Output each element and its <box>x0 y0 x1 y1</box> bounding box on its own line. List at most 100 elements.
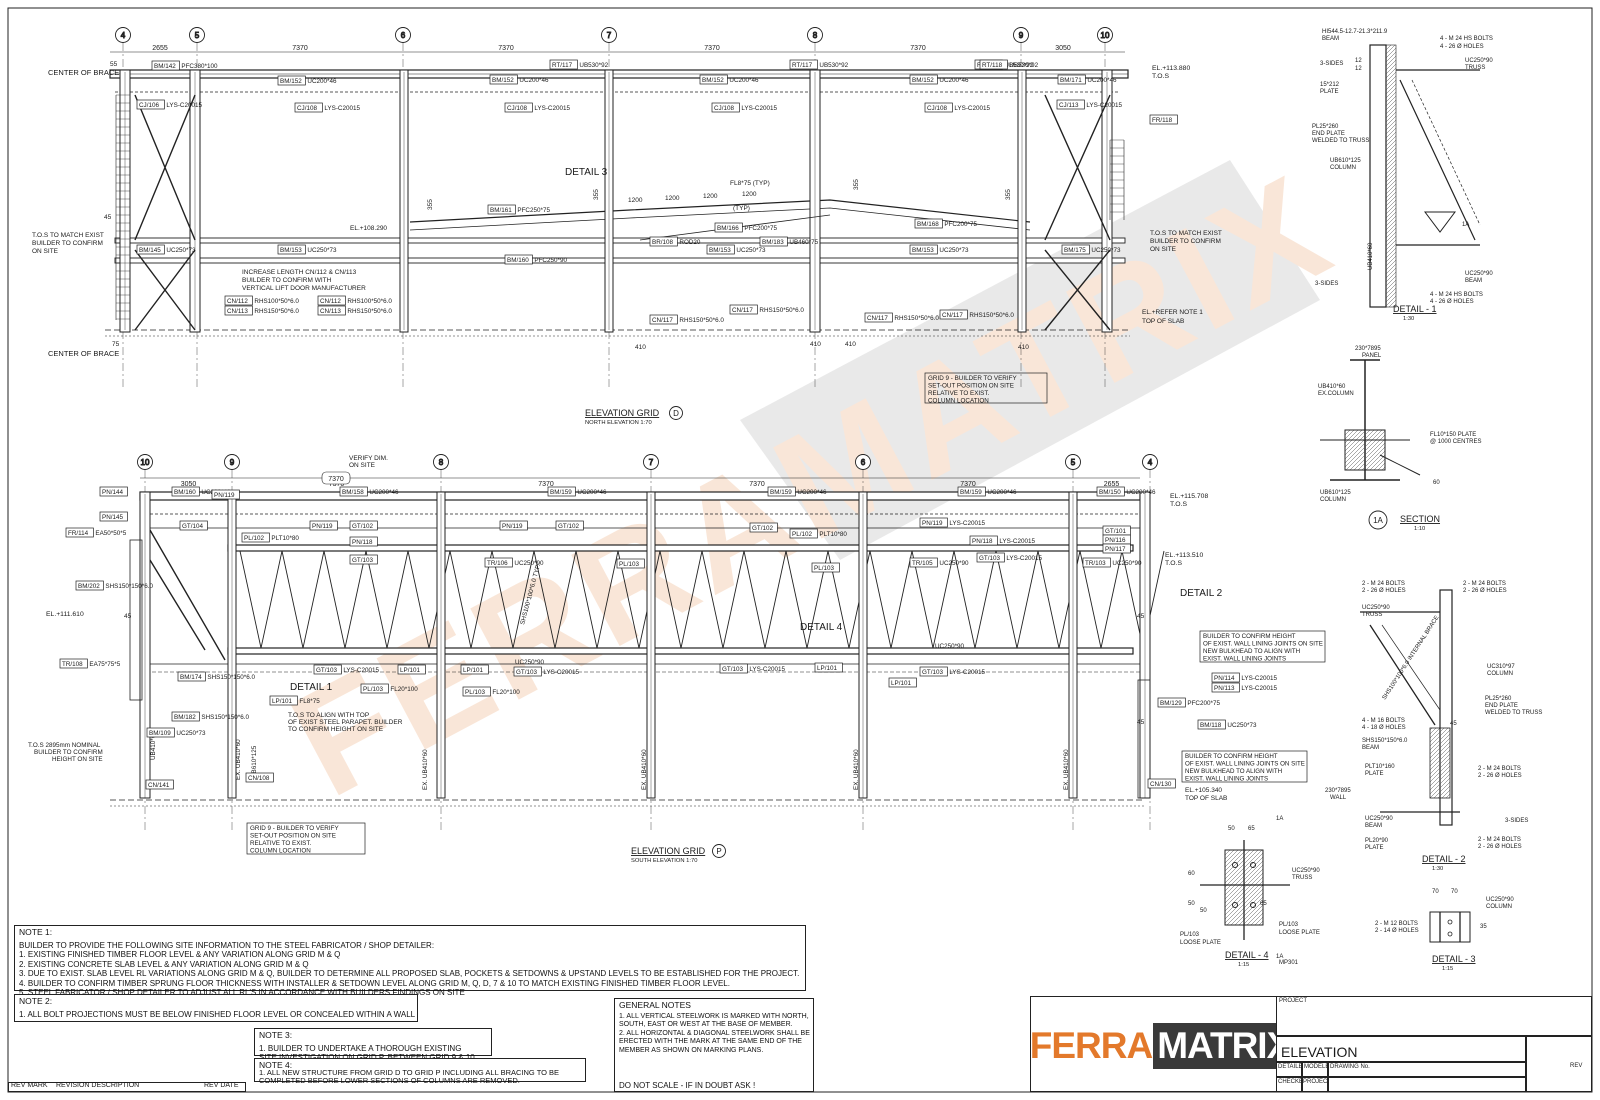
member-mark-box <box>513 666 542 677</box>
rev-date-label: REV DATE <box>204 1082 239 1089</box>
member-size: LYS-C20015 <box>1006 555 1042 562</box>
grid-bubble-label: 7 <box>607 31 612 40</box>
detail-2-scale: 1:30 <box>1432 866 1443 872</box>
member-mark-box <box>136 99 165 110</box>
member-mark-box <box>919 666 948 677</box>
detail-2-label: 2 - 26 Ø HOLES <box>1478 773 1522 779</box>
grid-bubble-label: 7 <box>649 458 654 467</box>
member-mark-box <box>767 486 796 497</box>
detail-4-scale: 1:15 <box>1238 962 1249 968</box>
member-size: UB530*92 <box>819 62 848 69</box>
lining-note: OF EXIST. WALL LINING JOINTS ON SITE <box>1185 761 1305 768</box>
elevation-subtitle: NORTH ELEVATION 1:70 <box>585 420 652 426</box>
member-mark: BM/109 <box>149 730 171 737</box>
detail-1-label: TRUSS <box>1465 65 1485 71</box>
member-mark: CN/141 <box>148 782 170 789</box>
detail-2-label: UC310*97 <box>1487 664 1515 670</box>
tos-align-note: T.O.S TO ALIGN WITH TOP <box>288 712 369 719</box>
member-mark-box <box>179 520 208 531</box>
member-size: LYS-C20015 <box>324 105 360 112</box>
grid-9-note: SET-OUT POSITION ON SITE <box>250 833 336 840</box>
member-mark: PL/103 <box>814 565 834 572</box>
member-mark: GT/104 <box>182 523 203 530</box>
member-mark: CJ/106 <box>139 102 159 109</box>
dimension-text: 7370 <box>704 45 720 52</box>
member-tag: GT/102 <box>349 520 378 531</box>
member-size: LYS-C20015 <box>954 105 990 112</box>
member-mark-box <box>714 222 743 233</box>
dimension-text: 2655 <box>1104 481 1120 488</box>
detail-2-label: 2 - M 24 BOLTS <box>1463 581 1506 587</box>
member-mark-box <box>1082 557 1111 568</box>
grid-9-note: RELATIVE TO EXIST. <box>928 390 989 397</box>
member-mark-box <box>547 486 576 497</box>
member-mark: BM/153 <box>709 247 731 254</box>
note-1-line: 3. DUE TO EXIST. SLAB LEVEL RL VARIATION… <box>19 969 800 978</box>
member-size: UC250*90 <box>1112 560 1142 567</box>
grid-bubble-label: 9 <box>230 458 235 467</box>
member-size: LYS-C20015 <box>741 105 777 112</box>
member-mark: GT/103 <box>516 669 537 676</box>
lining-note: EXIST. WALL LINING JOINTS <box>1203 656 1286 663</box>
member-size: UC250*73 <box>1227 722 1257 729</box>
increase-note: BUILDER TO CONFIRM WITH <box>242 277 332 284</box>
member-mark: PL/103 <box>363 686 383 693</box>
grid-bubble-label: 4 <box>121 31 126 40</box>
dimension-text: 3050 <box>181 481 197 488</box>
member-mark: BM/118 <box>1200 722 1222 729</box>
note-3-line: 1. BUILDER TO UNDERTAKE A THOROUGH EXIST… <box>259 1043 462 1053</box>
member-tag: LP/101 <box>397 664 426 675</box>
section-1a-label: EX.COLUMN <box>1318 391 1354 397</box>
truss-size-label: UC250*90 <box>935 643 965 650</box>
member-mark: GT/102 <box>352 523 373 530</box>
member-mark-box <box>317 295 346 306</box>
general-notes-line: ERECTED WITH THE MARK AT THE SAME END OF… <box>619 1038 802 1045</box>
member-mark: RT/117 <box>552 62 573 69</box>
member-mark: CN/113 <box>320 308 341 315</box>
member-mark: BM/168 <box>917 221 939 228</box>
member-mark: CN/113 <box>227 308 248 315</box>
member-size: UC250*73 <box>176 730 206 737</box>
lining-note: NEW BULKHEAD TO ALIGN WITH <box>1185 768 1282 775</box>
logo-ferra: FERRA <box>1029 1025 1153 1066</box>
member-mark: BM/160 <box>174 489 196 496</box>
general-notes-title: GENERAL NOTES <box>619 1000 691 1010</box>
detail-3-label: COLUMN <box>1486 904 1512 910</box>
elevation-level: EL.+105.340 <box>1185 787 1222 794</box>
grid-bubble <box>601 27 617 43</box>
detail-4-label: 50 <box>1200 908 1207 914</box>
member-tag: CN/108 <box>245 772 274 783</box>
member-mark: BM/152 <box>702 77 724 84</box>
detail-1-label: 12 <box>1355 58 1362 64</box>
member-mark: PN/117 <box>1105 546 1126 553</box>
lining-note: OF EXIST. WALL LINING JOINTS ON SITE <box>1203 641 1323 648</box>
note-2: NOTE 2: 1. ALL BOLT PROJECTIONS MUST BE … <box>14 994 418 1022</box>
detail-2-label: PL25*260 <box>1485 696 1512 702</box>
existing-column-label: UB610*125 <box>251 745 258 778</box>
center-of-brace-label: CENTER OF BRACE <box>48 68 119 77</box>
member-mark: BR/108 <box>652 239 674 246</box>
member-mark-box <box>504 254 533 265</box>
detail-2-label: SHS150*150*6.0 <box>1362 738 1408 744</box>
detailer-cell <box>1276 1062 1302 1077</box>
member-mark-box <box>277 244 306 255</box>
drawing-title-cell <box>1276 1036 1526 1062</box>
detail-4-label: 50 <box>1228 826 1235 832</box>
member-mark-box <box>489 74 518 85</box>
grid-bubble <box>1013 27 1029 43</box>
detail-2-label: UC250*90 <box>1365 816 1393 822</box>
member-mark-box <box>1149 114 1178 125</box>
member-tag: GT/101 <box>1102 525 1131 536</box>
member-size: PFC200*75 <box>944 221 977 228</box>
section-1a-label: PANEL <box>1362 353 1382 359</box>
member-mark-box <box>924 102 953 113</box>
